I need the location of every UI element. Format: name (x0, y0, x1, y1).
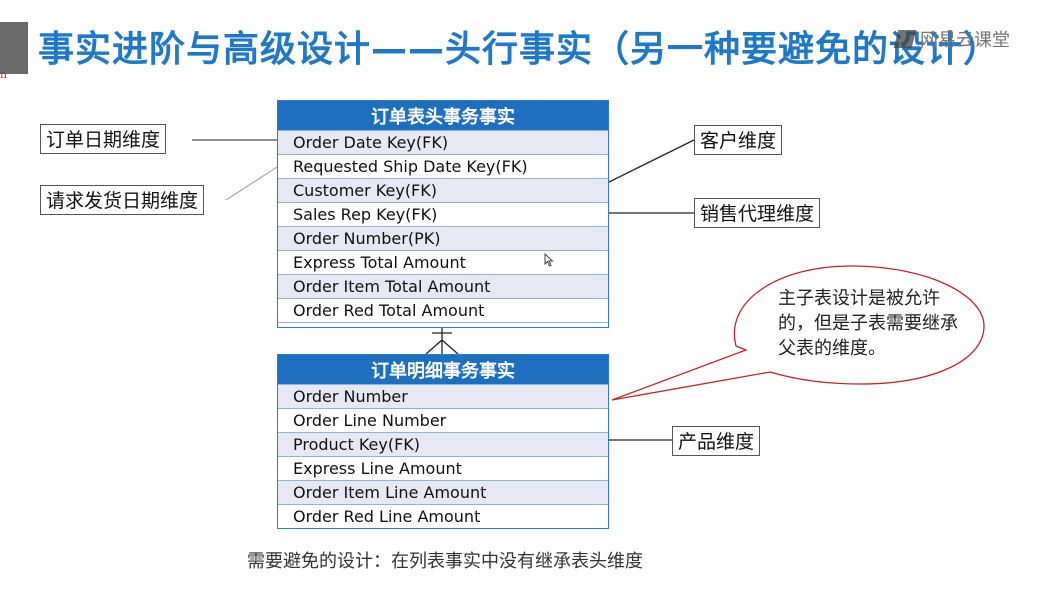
table-row: Order Item Total Amount (278, 274, 608, 298)
table-row: Express Total Amount (278, 250, 608, 274)
link-customer (606, 139, 695, 184)
header-fact-table: 订单表头事务事实 Order Date Key(FK) Requested Sh… (277, 100, 609, 328)
table-row: Requested Ship Date Key(FK) (278, 154, 608, 178)
link-crowfoot-right (441, 339, 459, 355)
product-dimension-box: 产品维度 (672, 426, 761, 456)
corner-mark: n (0, 68, 8, 81)
table-row: Customer Key(FK) (278, 178, 608, 202)
line-fact-table: 订单明细事务事实 Order Number Order Line Number … (277, 354, 609, 529)
table-row: Order Number (278, 384, 608, 408)
table-row: Order Number(PK) (278, 226, 608, 250)
mouse-cursor-icon (544, 253, 554, 267)
bottom-note: 需要避免的设计：在列表事实中没有继承表头维度 (247, 551, 643, 572)
link-crowfoot-left (425, 339, 443, 355)
table-row: Order Red Total Amount (278, 298, 608, 322)
header-fact-table-title: 订单表头事务事实 (278, 101, 608, 130)
logo-text: 网易云课堂 (920, 30, 1010, 51)
table-row: Order Item Line Amount (278, 480, 608, 504)
link-requested-ship-date (225, 166, 278, 201)
line-fact-table-title: 订单明细事务事实 (278, 355, 608, 384)
table-row: Express Line Amount (278, 456, 608, 480)
sales-rep-dimension-box: 销售代理维度 (694, 198, 821, 228)
slide-corner-block (0, 22, 28, 74)
table-row: Order Date Key(FK) (278, 130, 608, 154)
callout-bubble (611, 265, 985, 401)
table-row: Order Line Number (278, 408, 608, 432)
table-spacer (278, 322, 608, 327)
customer-dimension-box: 客户维度 (694, 125, 783, 155)
table-row: Order Red Line Amount (278, 504, 608, 528)
order-date-dimension-box: 订单日期维度 (40, 124, 167, 154)
slide-title: 事实进阶与高级设计——头行事实（另一种要避免的设计） (38, 29, 1001, 70)
table-row: Sales Rep Key(FK) (278, 202, 608, 226)
callout-text: 主子表设计是被允许的，但是子表需要继承父表的维度。 (778, 288, 958, 359)
table-row: Product Key(FK) (278, 432, 608, 456)
requested-ship-date-dimension-box: 请求发货日期维度 (40, 185, 205, 215)
logo: 网易云课堂 (893, 26, 1010, 52)
